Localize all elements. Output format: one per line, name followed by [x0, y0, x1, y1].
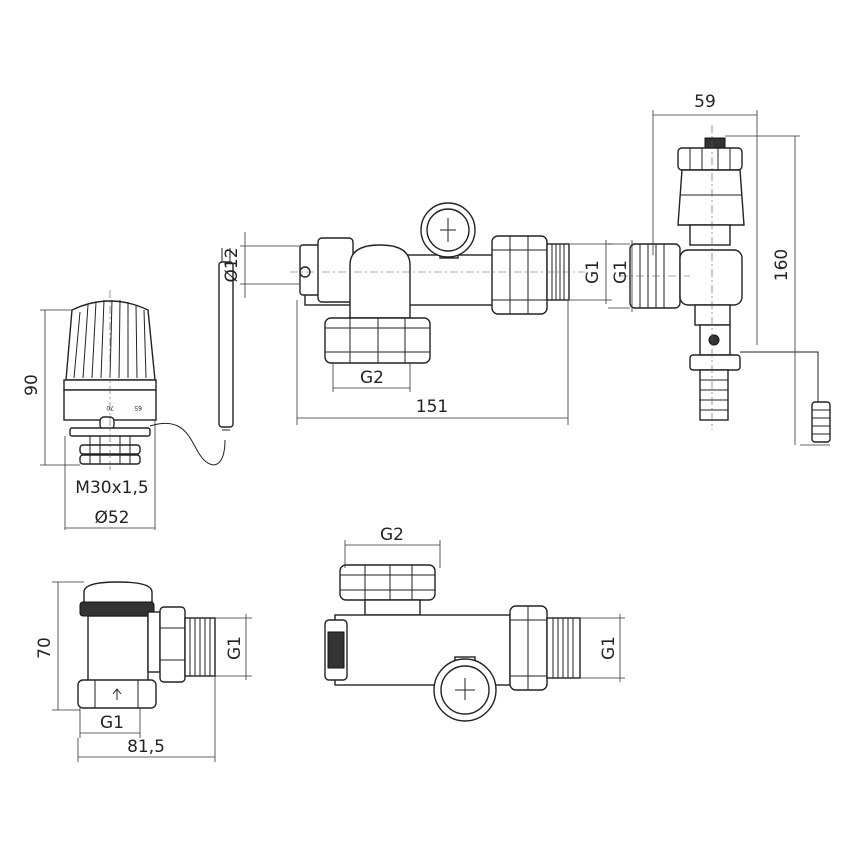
scale-mark-65: 65: [134, 404, 142, 411]
tee-assembly-bottom: [324, 564, 581, 722]
dim-g1-tee: G1: [583, 260, 603, 284]
air-vent-assembly: [620, 125, 831, 443]
dim-160: 160: [772, 249, 792, 281]
dim-70: 70: [35, 637, 55, 659]
thermostat-head: 70 65: [63, 290, 226, 470]
tee-assembly-top: [290, 202, 585, 364]
dim-g2-bottom: G2: [380, 525, 404, 545]
dim-d12: Ø12: [222, 247, 242, 282]
air-vent-dimensions: 59 160 G1: [608, 92, 830, 446]
dim-g1-valve-bottom: G1: [100, 713, 124, 733]
dim-151: 151: [416, 397, 448, 417]
dim-g1-tee-bottom: G1: [599, 636, 619, 660]
dim-90: 90: [22, 374, 42, 396]
dim-59: 59: [694, 92, 716, 112]
tee-top-dimensions: G2 151 G1: [296, 240, 612, 425]
dim-g1-valve-side: G1: [225, 636, 245, 660]
sensor-dimension: Ø12: [222, 232, 300, 298]
sensor-probe: [218, 248, 234, 431]
dim-g2-top: G2: [360, 368, 384, 388]
dim-m30: M30x1,5: [75, 478, 148, 498]
thermostat-dimensions: 90 M30x1,5 Ø52: [22, 309, 156, 530]
dim-d52: Ø52: [94, 508, 129, 528]
tee-bottom-dimensions: G2 G1: [344, 525, 625, 682]
dim-g1-vent: G1: [611, 260, 631, 284]
radiator-valve-dimensions: 70 G1 G1 81,5: [35, 581, 252, 762]
dim-81-5: 81,5: [127, 737, 165, 757]
radiator-valve: [77, 581, 216, 709]
